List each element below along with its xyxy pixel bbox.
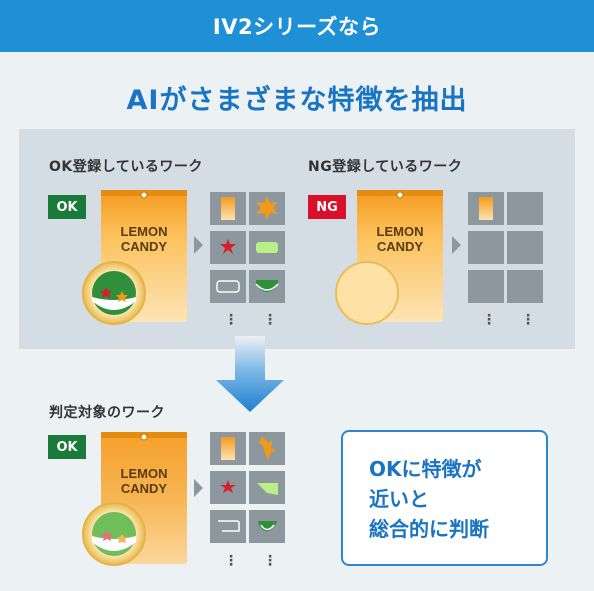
ellipsis: ⋮ [521,312,535,328]
target-section-label: 判定対象のワーク [49,405,165,421]
right-arrow-icon [194,236,203,254]
pack-line2: CANDY [121,239,168,254]
feature-tile [249,270,285,303]
feature-tile [468,192,504,225]
feature-tile [210,432,246,465]
feature-tile [507,192,543,225]
result-line3: 総合的に判断 [369,517,489,541]
result-line1: OKに特徴が [369,457,482,481]
feature-tile [249,471,285,504]
page-subtitle: AIがさまざまな特徴を抽出 [126,85,468,116]
feature-tile [210,231,246,264]
ellipsis: ⋮ [263,312,277,328]
down-arrow-icon [216,336,284,412]
header-title: IV2シリーズなら [212,15,382,39]
right-arrow-icon [194,479,203,497]
pack-line2: CANDY [377,239,424,254]
result-text: OKに特徴が 近いと 総合的に判断 [369,454,539,544]
feature-tile [468,270,504,303]
magnifier-lens-ok [82,261,146,325]
ng-section-label: NG登録しているワーク [308,159,463,175]
pack-line2: CANDY [121,481,168,496]
feature-tile [249,192,285,225]
ellipsis: ⋮ [224,553,238,569]
ng-tag: NG [308,195,346,219]
feature-tile [249,510,285,543]
pack-line1: LEMON [121,466,168,481]
ellipsis: ⋮ [224,312,238,328]
ellipsis: ⋮ [263,553,277,569]
ellipsis: ⋮ [482,312,496,328]
result-line2: 近いと [369,487,429,511]
ok-tag: OK [48,195,86,219]
pack-line1: LEMON [121,224,168,239]
feature-tile [210,270,246,303]
target-ok-tag: OK [48,435,86,459]
feature-tile [507,231,543,264]
feature-tile [507,270,543,303]
header-bar: IV2シリーズなら [0,0,594,52]
feature-tile [249,231,285,264]
ok-section-label: OK登録しているワーク [49,159,203,175]
feature-tile [210,471,246,504]
feature-tile [210,510,246,543]
right-arrow-icon [452,236,461,254]
feature-tile [249,432,285,465]
feature-tile [210,192,246,225]
magnifier-lens-ng [335,261,399,325]
pack-line1: LEMON [377,224,424,239]
feature-tile [468,231,504,264]
magnifier-lens-target [82,502,146,566]
result-box: OKに特徴が 近いと 総合的に判断 [341,430,548,566]
